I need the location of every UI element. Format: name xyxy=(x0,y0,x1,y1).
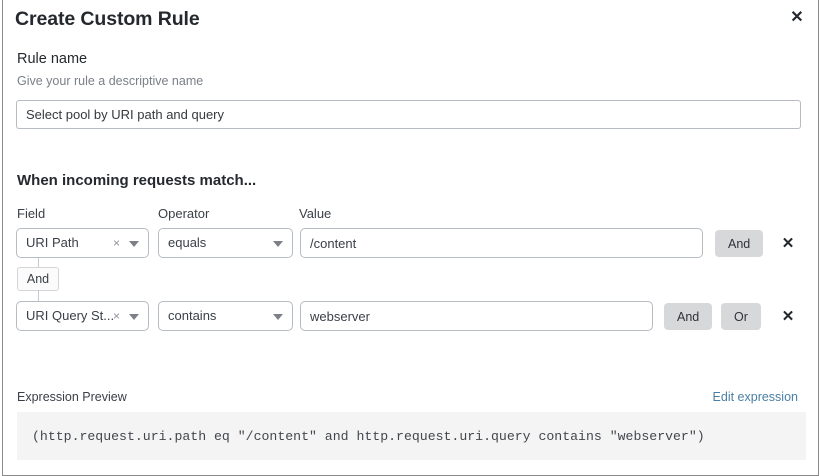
rule-name-label: Rule name xyxy=(17,51,88,67)
chevron-down-icon xyxy=(129,241,139,247)
chevron-down-icon xyxy=(273,241,283,247)
value-input-0[interactable] xyxy=(300,228,703,258)
operator-select-value-0: equals xyxy=(168,235,207,250)
field-select-0[interactable]: URI Path × xyxy=(16,228,149,258)
rule-name-input[interactable] xyxy=(16,100,801,129)
remove-condition-button-1[interactable]: ✕ xyxy=(776,303,800,329)
condition-row: URI Path × equals And ✕ xyxy=(3,228,818,258)
clear-x-icon[interactable]: × xyxy=(112,236,120,250)
operator-select-0[interactable]: equals xyxy=(158,228,293,258)
table-row: URI Query St... × contains And Or ✕ xyxy=(3,301,818,331)
close-icon[interactable]: ✕ xyxy=(785,6,809,30)
conditions-heading: When incoming requests match... xyxy=(17,172,257,189)
remove-condition-button-0[interactable]: ✕ xyxy=(776,230,800,256)
expression-preview-box: (http.request.uri.path eq "/content" and… xyxy=(17,412,806,460)
chevron-down-icon xyxy=(273,314,283,320)
expression-preview-label: Expression Preview xyxy=(17,390,127,404)
or-button-1[interactable]: Or xyxy=(721,303,761,330)
rule-name-help-text: Give your rule a descriptive name xyxy=(17,74,204,88)
chevron-down-icon xyxy=(129,314,139,320)
expression-preview-text: (http.request.uri.path eq "/content" and… xyxy=(32,428,705,444)
connector-line-bottom xyxy=(38,290,39,301)
and-button-1[interactable]: And xyxy=(664,303,713,330)
value-input-1[interactable] xyxy=(300,301,653,331)
edit-expression-link[interactable]: Edit expression xyxy=(712,390,798,404)
column-header-value: Value xyxy=(299,206,332,221)
operator-select-value-1: contains xyxy=(168,308,217,323)
clear-x-icon[interactable]: × xyxy=(112,309,120,323)
operator-select-1[interactable]: contains xyxy=(158,301,293,331)
field-select-value-1: URI Query St... xyxy=(26,308,115,323)
connector-line-top xyxy=(38,258,39,269)
connector-and-badge[interactable]: And xyxy=(17,267,59,291)
field-select-value-0: URI Path xyxy=(26,235,79,250)
column-header-field: Field xyxy=(17,206,46,221)
and-button-0[interactable]: And xyxy=(715,230,764,257)
field-select-1[interactable]: URI Query St... × xyxy=(16,301,149,331)
dialog-title: Create Custom Rule xyxy=(15,8,200,30)
column-header-operator: Operator xyxy=(158,206,210,221)
